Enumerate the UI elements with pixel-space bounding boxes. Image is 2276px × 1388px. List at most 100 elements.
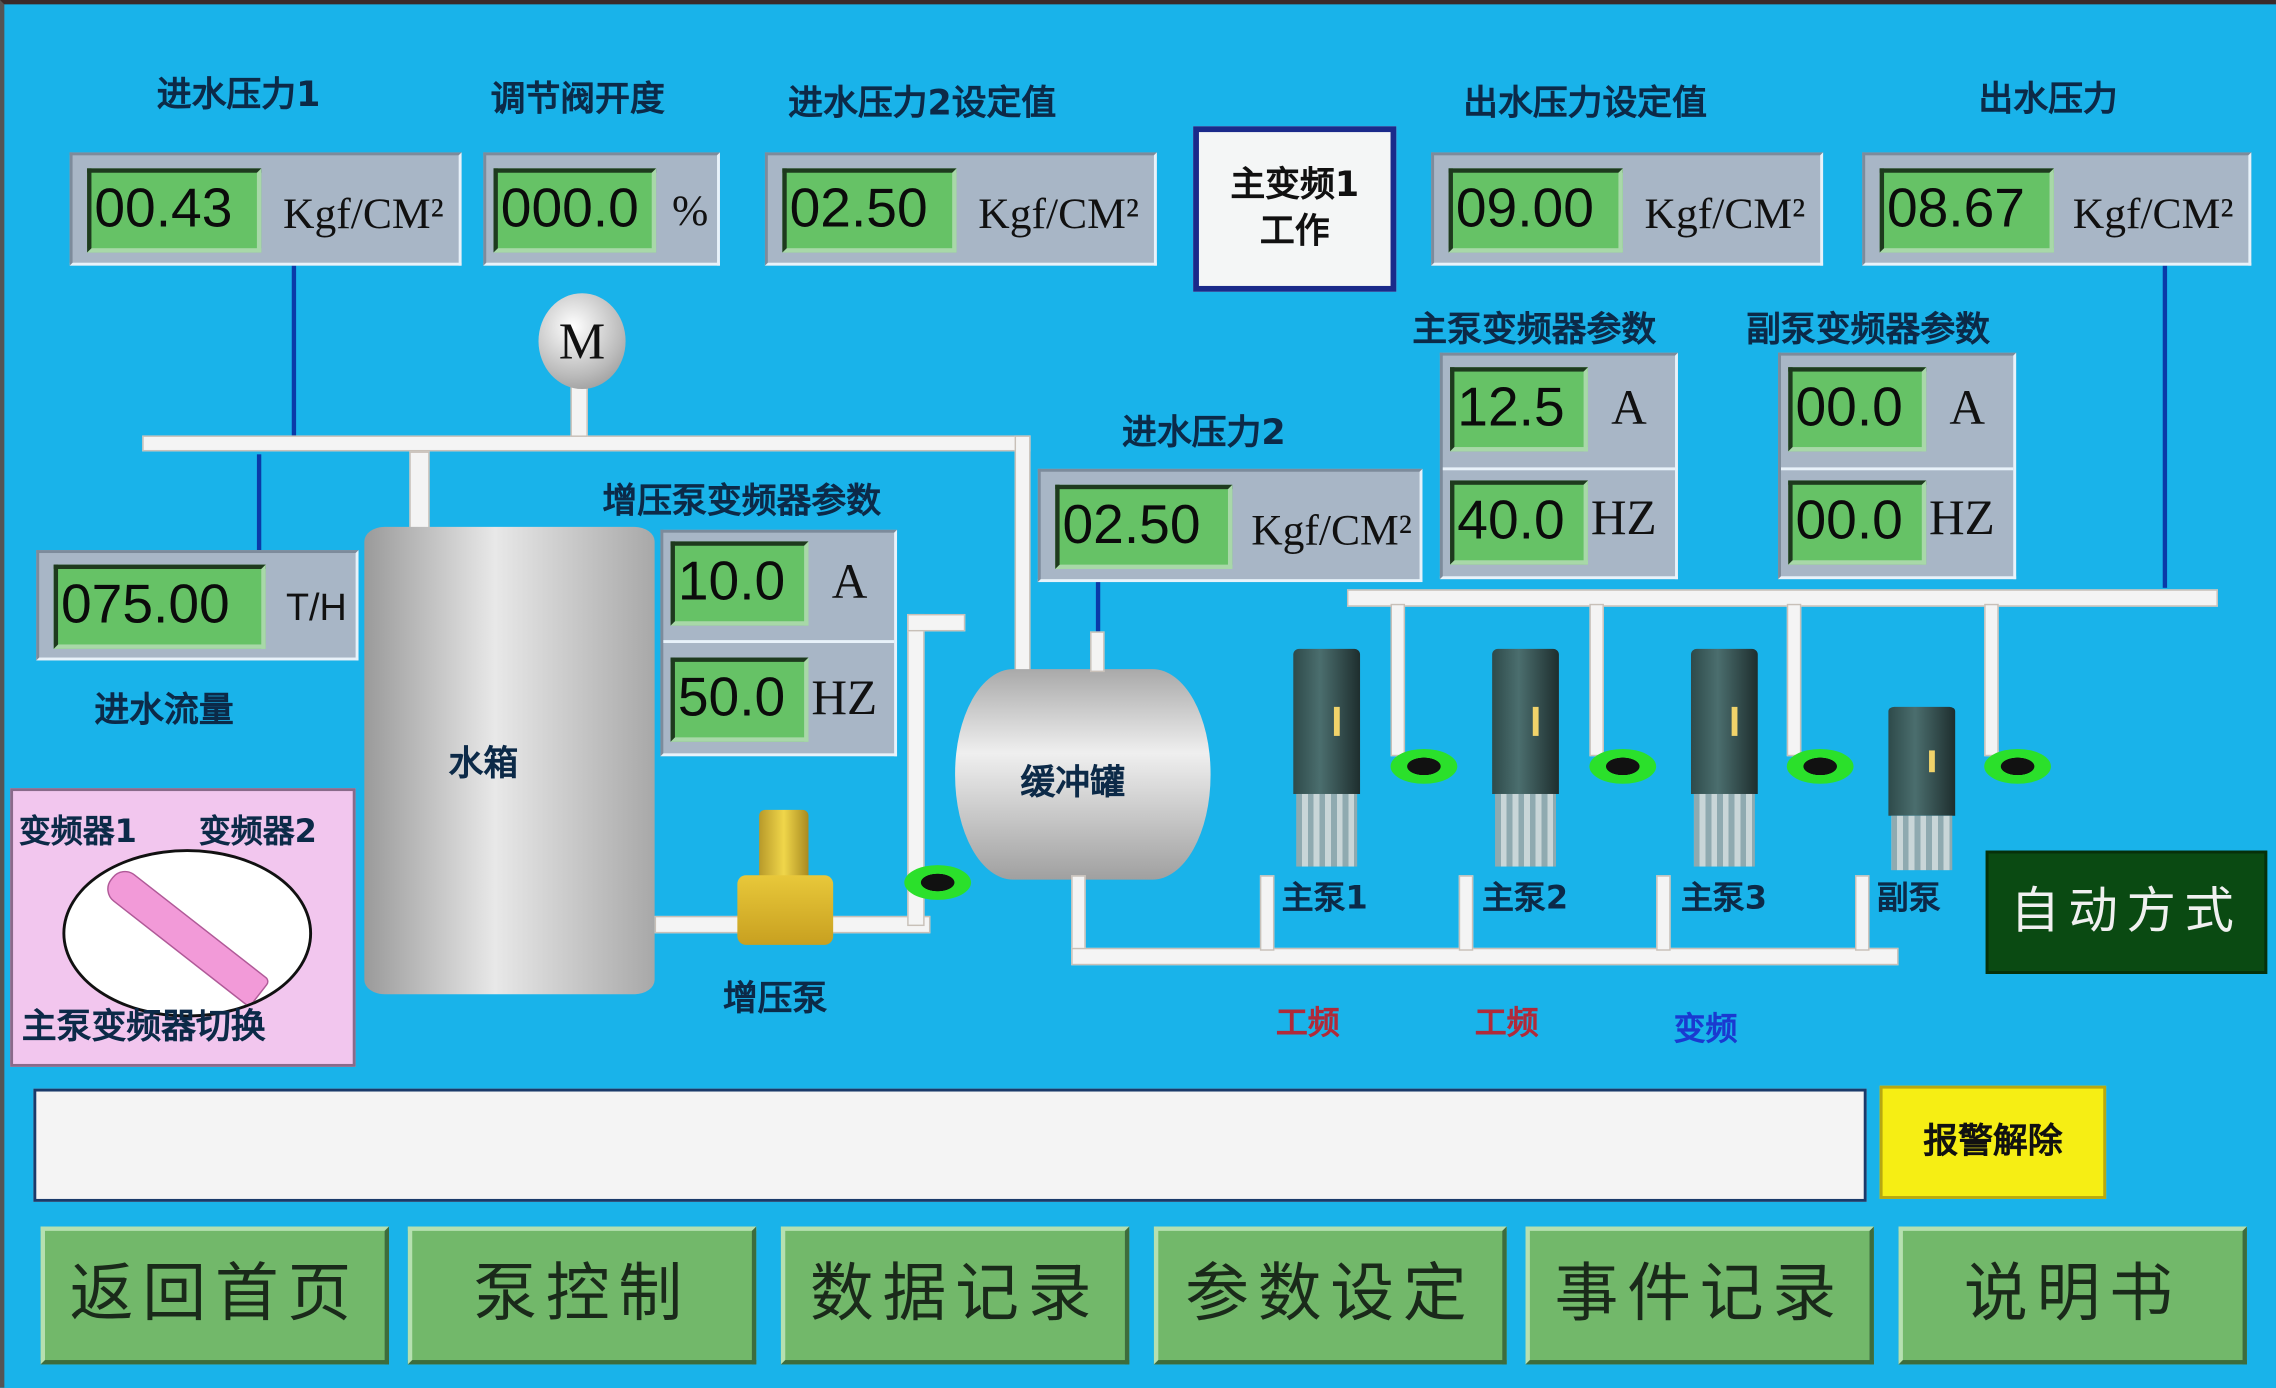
- divider: [663, 640, 895, 644]
- pump-mode-main-1: 工频: [1275, 1005, 1340, 1043]
- alarm-reset-button[interactable]: 报警解除: [1879, 1085, 2107, 1199]
- pump-inlet-pipe: [1656, 875, 1671, 951]
- readout-inlet-pressure-2-setpoint[interactable]: 02.50 Kgf/CM²: [764, 152, 1157, 266]
- unit-label: Kgf/CM²: [1644, 190, 1806, 239]
- switch-label-vfd2: 变频器2: [198, 814, 317, 851]
- pump-label: 主泵1: [1281, 881, 1368, 918]
- main-current-value: 12.5: [1450, 367, 1588, 452]
- suction-manifold: [1071, 947, 1899, 966]
- status-line-1: 主变频1: [1230, 164, 1360, 205]
- unit-label: Kgf/CM²: [978, 190, 1139, 239]
- inlet-pipe: [142, 435, 1031, 452]
- water-tank: [364, 526, 655, 995]
- tank-inlet-pipe: [409, 451, 430, 532]
- label-inlet-pressure-1: 进水压力1: [156, 74, 321, 115]
- label-inlet-flow: 进水流量: [94, 689, 234, 731]
- label-inlet-pressure-2-setpoint: 进水压力2设定值: [788, 82, 1057, 124]
- boost-pump-icon: [759, 809, 809, 883]
- buffer-tank: [955, 669, 1211, 880]
- pump-outlet-pipe: [1984, 603, 1999, 757]
- unit-label: Kgf/CM²: [283, 190, 444, 239]
- pump-label: 副泵: [1876, 881, 1941, 918]
- nav-home-button[interactable]: 返回首页: [40, 1226, 390, 1365]
- outlet-manifold: [1346, 589, 2218, 607]
- unit-label: A: [831, 555, 868, 610]
- auto-mode-button[interactable]: 自动方式: [1985, 850, 2268, 974]
- label-boost-pump: 增压泵: [722, 978, 828, 1019]
- value-display: 08.67: [1879, 168, 2054, 253]
- pump-inlet-pipe: [1855, 875, 1870, 951]
- label-outlet-pressure-setpoint: 出水压力设定值: [1463, 82, 1707, 124]
- label-aux-pump-vfd: 副泵变频器参数: [1746, 309, 1991, 350]
- readout-outlet-pressure: 08.67 Kgf/CM²: [1862, 152, 2252, 266]
- check-valve-icon: [1390, 748, 1458, 784]
- switch-title: 主泵变频器切换: [21, 1005, 266, 1047]
- value-display[interactable]: 09.00: [1448, 168, 1623, 253]
- sensor-line: [2162, 265, 2168, 588]
- nav-event-records-button[interactable]: 事件记录: [1525, 1226, 1874, 1365]
- sensor-line: [256, 454, 262, 551]
- value-display: 02.50: [1055, 484, 1233, 569]
- divider: [1780, 467, 2014, 471]
- pump-outlet-pipe: [1786, 603, 1802, 757]
- boost-vfd-panel: 10.0 A 50.0 HZ: [660, 529, 898, 757]
- label-water-tank: 水箱: [448, 743, 519, 784]
- main-freq-value: 40.0: [1450, 480, 1588, 565]
- label-valve-opening: 调节阀开度: [490, 78, 665, 120]
- sensor-line: [1095, 580, 1101, 632]
- nav-data-records-button[interactable]: 数据记录: [780, 1226, 1130, 1365]
- vfd-selector-switch[interactable]: [62, 849, 313, 1018]
- pump-label: 主泵2: [1481, 881, 1569, 918]
- unit-label: T/H: [285, 584, 347, 629]
- nav-pump-control-button[interactable]: 泵控制: [407, 1226, 757, 1365]
- unit-label: %: [672, 187, 709, 236]
- sensor-stub: [1090, 631, 1105, 673]
- inlet-pipe-down: [1014, 435, 1031, 675]
- check-valve-icon: [904, 865, 972, 900]
- alarm-message-bar: [33, 1088, 1867, 1202]
- label-main-pump-vfd: 主泵变频器参数: [1412, 309, 1657, 350]
- vfd-switch-panel: 变频器1 变频器2 主泵变频器切换: [10, 788, 356, 1067]
- pump-outlet-pipe: [1589, 603, 1604, 757]
- unit-label: HZ: [1929, 492, 1995, 546]
- readout-inlet-pressure-1: 00.43 Kgf/CM²: [69, 152, 462, 266]
- boost-pipe-top: [907, 613, 966, 632]
- pump-mode-main-3: 变频: [1673, 1011, 1738, 1048]
- pump-mode-main-2: 工频: [1474, 1005, 1539, 1043]
- value-display: 00.43: [87, 168, 262, 253]
- pump-outlet-pipe: [1390, 603, 1406, 757]
- main-vfd-status-box: 主变频1 工作: [1193, 126, 1397, 292]
- value-display: 075.00: [53, 564, 266, 649]
- label-buffer-tank: 缓冲罐: [1020, 762, 1125, 803]
- valve-stem: [570, 384, 588, 437]
- unit-label: HZ: [811, 672, 878, 726]
- sensor-line: [291, 265, 297, 437]
- pump-inlet-pipe: [1259, 875, 1275, 951]
- check-valve-icon: [1984, 748, 2051, 784]
- status-line-2: 工作: [1259, 210, 1330, 252]
- nav-manual-button[interactable]: 说明书: [1898, 1226, 2247, 1365]
- readout-valve-opening: 000.0 %: [483, 152, 720, 266]
- switch-handle[interactable]: [100, 864, 271, 1009]
- label-outlet-pressure: 出水压力: [1978, 78, 2118, 120]
- main-vfd-panel: 12.5 A 40.0 HZ: [1439, 352, 1678, 580]
- check-valve-icon: [1589, 748, 1657, 784]
- unit-label: A: [1611, 381, 1647, 436]
- readout-outlet-pressure-setpoint[interactable]: 09.00 Kgf/CM²: [1431, 152, 1824, 266]
- switch-label-vfd1: 变频器1: [18, 814, 137, 851]
- aux-current-value: 00.0: [1788, 367, 1927, 452]
- aux-freq-value: 00.0: [1788, 480, 1927, 565]
- value-display[interactable]: 02.50: [782, 168, 957, 253]
- unit-label: Kgf/CM²: [2072, 190, 2234, 239]
- aux-vfd-panel: 00.0 A 00.0 HZ: [1778, 352, 2017, 580]
- unit-label: HZ: [1590, 492, 1657, 546]
- motor-valve-icon[interactable]: M: [538, 293, 626, 390]
- unit-label: Kgf/CM²: [1251, 506, 1412, 555]
- label-boost-pump-vfd: 增压泵变频器参数: [602, 480, 882, 522]
- readout-inlet-pressure-2: 02.50 Kgf/CM²: [1037, 468, 1423, 583]
- pump-inlet-pipe: [1458, 875, 1474, 951]
- unit-label: A: [1949, 381, 1986, 436]
- check-valve-icon: [1786, 748, 1854, 784]
- nav-parameter-settings-button[interactable]: 参数设定: [1153, 1226, 1507, 1365]
